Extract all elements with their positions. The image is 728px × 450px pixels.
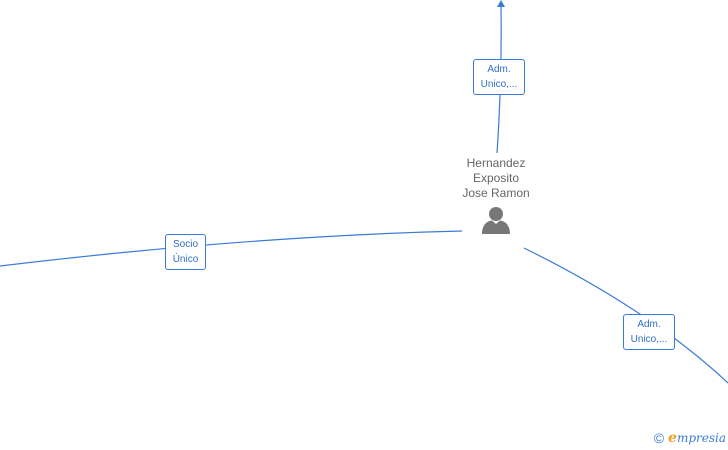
person-name-line: Exposito <box>472 171 520 185</box>
footer-brand: © empresia <box>654 430 726 446</box>
edge-label-line: Unico,... <box>630 334 668 345</box>
edge-line-left <box>0 230 463 267</box>
edge-label-line: Único <box>172 254 199 265</box>
person-node[interactable]: Hernandez Exposito Jose Ramon <box>440 156 552 235</box>
person-name[interactable]: Hernandez Exposito Jose Ramon <box>440 156 552 201</box>
edge-label-top[interactable]: Adm. Unico,... <box>473 59 525 95</box>
edge-label-bottom-right[interactable]: Adm. Unico,... <box>623 314 675 350</box>
edge-label-line: Unico,... <box>480 79 518 90</box>
edge-label-line: Adm. <box>637 319 661 330</box>
brand-name: mpresia <box>676 431 726 445</box>
brand-initial: e <box>668 430 677 446</box>
person-name-line: Hernandez <box>466 156 526 170</box>
edge-label-line: Socio <box>172 239 198 250</box>
person-name-line: Jose Ramon <box>462 186 530 200</box>
edge-label-line: Adm. <box>487 64 511 75</box>
copyright-icon: © <box>653 430 665 446</box>
arrow-head-top <box>497 0 505 7</box>
brand-logo[interactable]: empresia <box>668 430 726 446</box>
person-icon[interactable] <box>481 205 511 235</box>
edge-label-left[interactable]: Socio Único <box>165 234 206 270</box>
edge-line-bottom-right <box>523 247 728 384</box>
